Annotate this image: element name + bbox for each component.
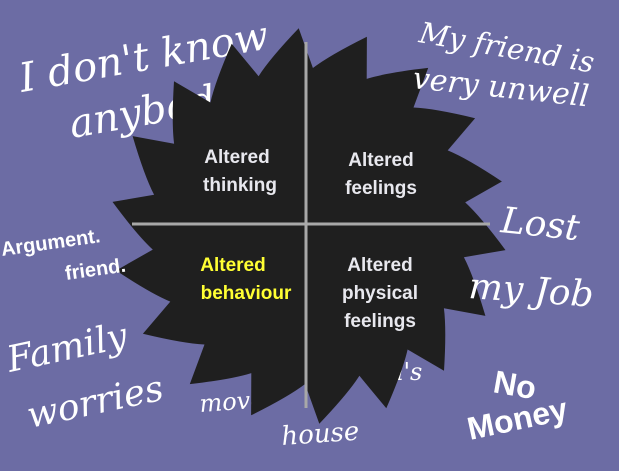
quadrant-thinking-line2: thinking <box>203 175 277 196</box>
stressor-lost-job: Lost my Job <box>467 200 595 316</box>
quadrant-feelings-line1: Altered <box>348 150 413 171</box>
quadrant-altered-thinking: Altered thinking <box>203 147 277 196</box>
stressor-lost-line1: Lost <box>498 200 582 249</box>
quadrant-altered-physical-feelings: Altered physical feelings <box>342 255 418 332</box>
stressor-no-money-line1: No <box>491 363 539 406</box>
stressor-family-worries: Family worries <box>2 315 167 437</box>
quadrant-feelings-line2: feelings <box>345 178 417 199</box>
stressor-no-money: No Money <box>464 363 571 446</box>
quadrant-altered-feelings: Altered feelings <box>345 150 417 199</box>
quadrant-behaviour-line2: behaviour <box>201 283 292 304</box>
stressor-move-line2: house <box>280 417 360 452</box>
stressor-argument-line2: friend. <box>64 255 128 285</box>
stressor-family-line2: worries <box>23 368 167 437</box>
quadrant-thinking-line1: Altered <box>204 147 269 168</box>
stressor-family-line1: Family <box>2 315 131 381</box>
quadrant-physical-line3: feelings <box>344 311 416 332</box>
stressor-argument-line1: Argument. <box>0 225 102 261</box>
stressor-lost-line2: my Job <box>467 266 595 316</box>
sawblade-shape <box>112 28 506 424</box>
quadrant-behaviour-line1: Altered <box>200 255 265 276</box>
quadrant-physical-line1: Altered <box>347 255 412 276</box>
stressor-argument-friend: Argument. friend. <box>0 225 127 285</box>
quadrant-altered-behaviour: Altered behaviour <box>200 255 292 304</box>
stressor-friend-unwell: My friend is very unwell <box>411 15 597 114</box>
quadrant-physical-line2: physical <box>342 283 418 304</box>
